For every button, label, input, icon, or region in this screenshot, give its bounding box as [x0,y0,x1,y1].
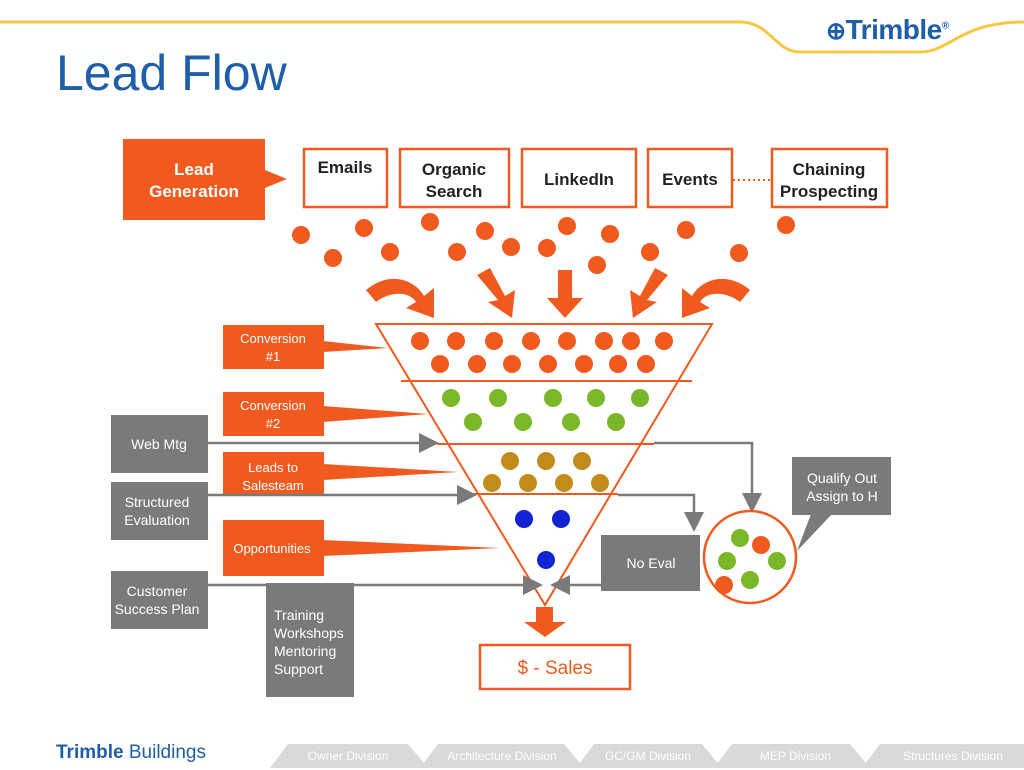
stage-leads-to-salesteam: Leads to Salesteam [223,452,458,496]
source-events: Events [646,147,734,209]
lead-flow-diagram: Lead Generation Emails Organic Search Li… [111,139,891,697]
source-chaining-prospecting: Chaining Prospecting [770,147,889,209]
input-label: Success Plan [115,601,200,617]
source-emails: Emails [302,147,389,209]
footer-division-tabs: Owner Division Architecture Division GC/… [270,742,1024,768]
stage-label: Salesteam [242,478,303,493]
sales-arrow [524,607,566,637]
source-label: Emails [318,158,373,177]
source-label: Search [426,182,483,201]
salesteam-dots [483,452,609,492]
input-label: Customer [127,583,188,599]
footer-tab-gcgm[interactable]: GC/GM Division [604,749,691,763]
input-web-mtg: Web Mtg [111,415,208,473]
stage-conversion-2: Conversion #2 [223,392,428,436]
lead-dots [292,213,795,274]
input-label: Web Mtg [131,436,187,452]
source-label: Chaining [793,160,866,179]
stage-label: Conversion [240,331,306,346]
sales-label: $ - Sales [518,658,593,679]
source-linkedin: LinkedIn [520,147,638,209]
input-label: Evaluation [124,512,189,528]
input-label: Structured [125,494,190,510]
conversion2-dots [442,389,649,431]
stage-label: #1 [266,349,280,364]
funnel-entry-arrows [366,268,750,318]
qualify-label: Assign to H [806,488,878,504]
lead-generation-line-1: Lead [174,160,214,179]
footer-tab-owner[interactable]: Owner Division [307,749,389,763]
input-structured-evaluation: Structured Evaluation [111,482,208,540]
source-label: LinkedIn [544,170,614,189]
opportunity-dots [515,510,570,569]
stage-label: Leads to [248,460,298,475]
logo-text: Trimble [845,14,943,45]
footer-brand: Trimble Buildings [56,742,206,764]
stage-conversion-1: Conversion #1 [223,325,388,369]
footer-tab-structures[interactable]: Structures Division [902,749,1004,763]
training-label: Workshops [274,625,344,641]
no-eval-box: No Eval [601,535,700,591]
stage-label: #2 [266,416,280,431]
footer-brand-bold: Trimble [56,742,124,763]
footer-tab-architecture[interactable]: Architecture Division [447,749,557,763]
no-eval-label: No Eval [626,555,675,571]
lead-generation-line-2: Generation [149,182,239,201]
training-label: Support [274,661,323,677]
qualify-out-circle [702,509,798,605]
source-label: Prospecting [780,182,878,201]
input-customer-success-plan: Customer Success Plan [111,571,208,629]
lead-generation-box: Lead Generation [123,139,287,220]
stage-opportunities: Opportunities [223,520,500,576]
footer-tabs-bg [270,744,1024,768]
sales-box: $ - Sales [478,643,632,691]
training-label: Mentoring [274,643,336,659]
training-label: Training [274,607,324,623]
page-title: Lead Flow [56,45,287,101]
footer-tab-mep[interactable]: MEP Division [759,749,832,763]
connector-lines [208,433,762,595]
qualify-label: Qualify Out [807,470,877,486]
footer-brand-rest: Buildings [128,742,206,763]
source-label: Organic [422,160,486,179]
qualify-out-callout: Qualify Out Assign to H [792,457,891,551]
stage-label: Opportunities [233,541,311,556]
source-label: Events [662,170,718,189]
stage-label: Conversion [240,398,306,413]
conversion1-dots [411,332,673,373]
header-accent [0,20,1024,54]
source-organic-search: Organic Search [398,147,511,209]
trimble-logo: ⊕Trimble® [826,14,949,45]
training-box: Training Workshops Mentoring Support [266,583,354,697]
globe-icon: ⊕ [826,18,846,45]
